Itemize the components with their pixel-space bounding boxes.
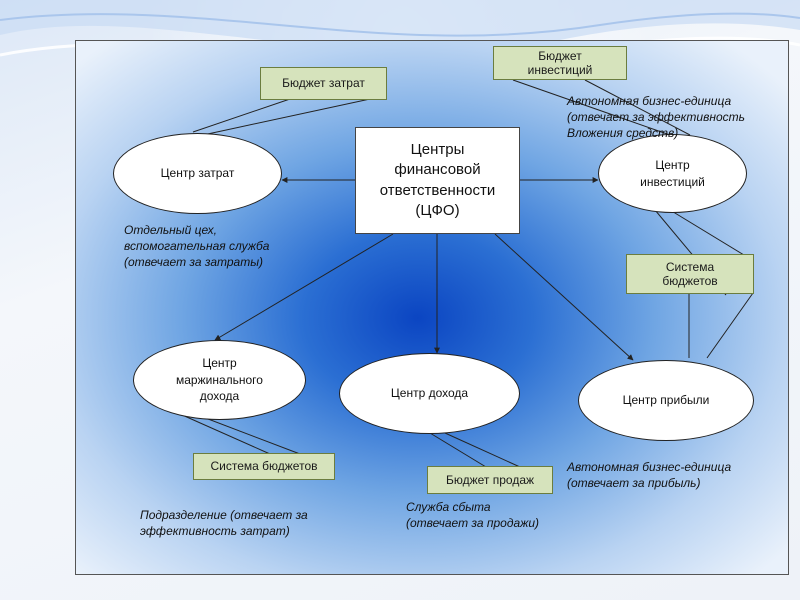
income-center-node: Центр дохода xyxy=(339,353,520,434)
cfo-central-box: Центры финансовой ответственности (ЦФО) xyxy=(355,127,520,234)
cost-budget-box: Бюджет затрат xyxy=(260,67,387,100)
arrow-to-profit-center xyxy=(494,233,634,361)
arrow-to-marginal-center xyxy=(214,233,394,341)
sales-budget-box: Бюджет продаж xyxy=(427,466,553,494)
investment-budget-box: Бюджет инвестиций xyxy=(493,46,627,80)
profit-center-note: Автономная бизнес-единица (отвечает за п… xyxy=(567,460,732,491)
investment-center-note: Автономная бизнес-единица (отвечает за э… xyxy=(567,94,745,141)
investment-center-node: Центр инвестиций xyxy=(598,134,747,213)
marginal-income-center-node: Центр маржинального дохода xyxy=(133,340,306,420)
budget-system-right-box: Система бюджетов xyxy=(626,254,754,294)
cost-center-node: Центр затрат xyxy=(113,133,282,214)
budget-system-left-box: Система бюджетов xyxy=(193,453,335,480)
profit-center-node: Центр прибыли xyxy=(578,360,754,441)
marginal-income-center-note: Подразделение (отвечает за эффективность… xyxy=(140,508,308,539)
income-center-note: Служба сбыта (отвечает за продажи) xyxy=(406,500,540,531)
cost-center-note: Отдельный цех, вспомогательная служба (о… xyxy=(124,223,270,270)
